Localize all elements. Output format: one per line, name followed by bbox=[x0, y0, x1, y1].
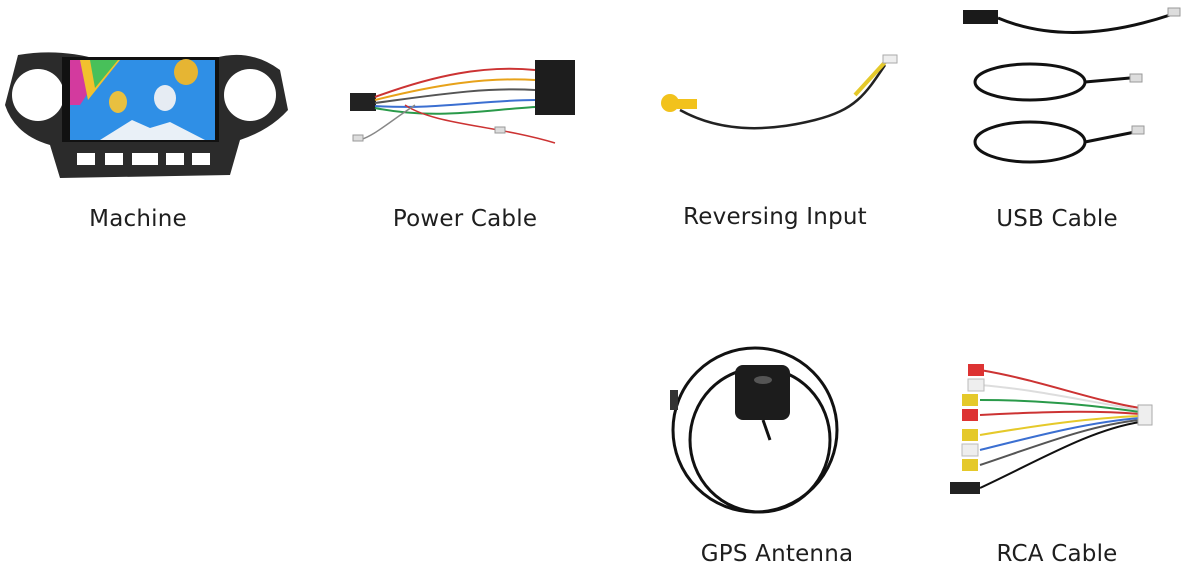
item-label: RCA Cable bbox=[996, 541, 1118, 567]
item-label: GPS Antenna bbox=[700, 541, 854, 567]
item-label: Machine bbox=[89, 206, 187, 232]
usb-cable-image bbox=[963, 7, 1181, 164]
item-label: Reversing Input bbox=[683, 204, 867, 230]
head-unit-image bbox=[5, 52, 288, 178]
item-label: Power Cable bbox=[392, 206, 538, 232]
item-label: USB Cable bbox=[996, 206, 1118, 232]
reversing-cable-image bbox=[661, 54, 898, 130]
rca-cable-image bbox=[950, 364, 1153, 494]
gps-antenna-image bbox=[670, 346, 839, 514]
power-cable-image bbox=[350, 60, 575, 144]
